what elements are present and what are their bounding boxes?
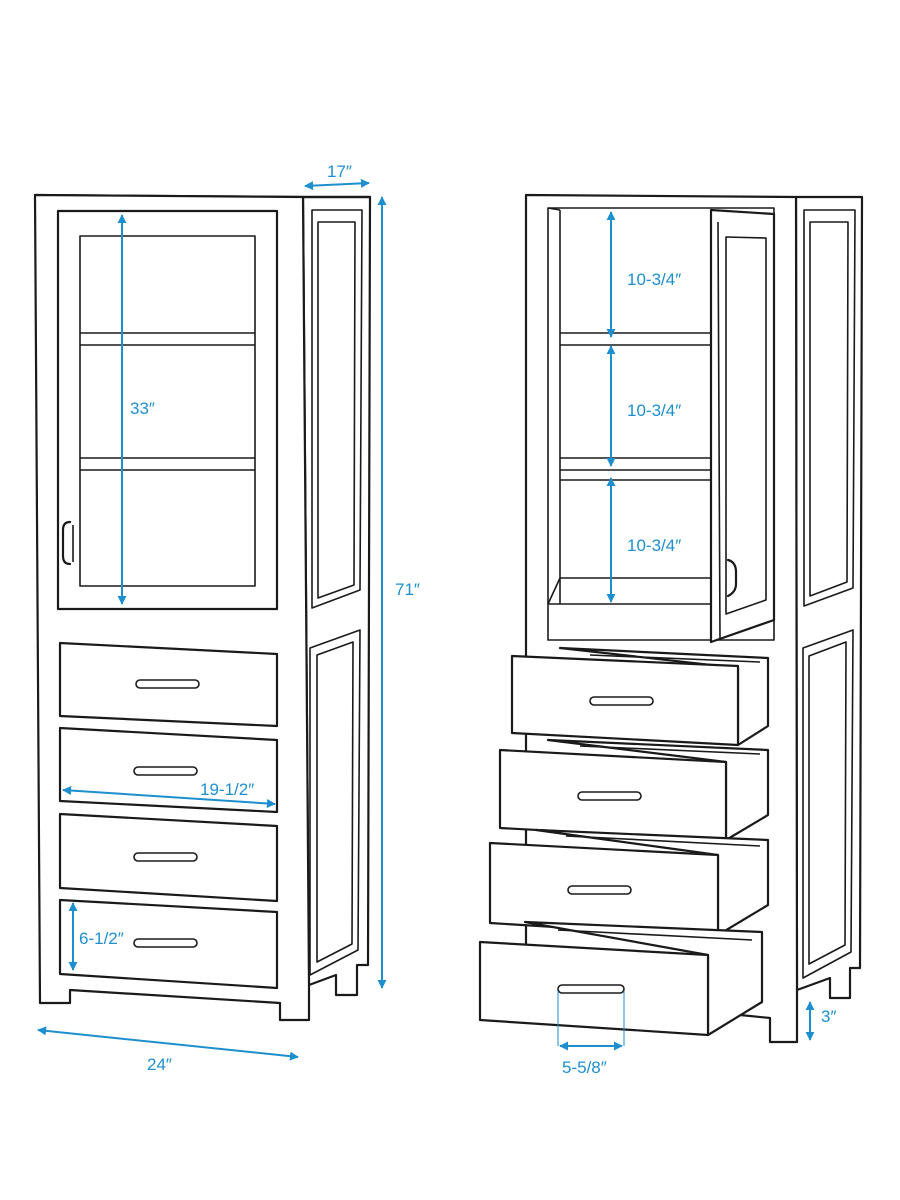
side-upper-inset-inner (317, 221, 356, 599)
open-glass-pane (717, 221, 767, 641)
open-drawer-3 (488, 841, 720, 939)
depth-label: 17″ (327, 162, 352, 181)
cabinet-side-panel (301, 195, 372, 997)
drawer-width-label: 19-1/2″ (200, 780, 254, 799)
open-drawer-1-handle-icon (589, 696, 654, 706)
open-drawer-2-box (546, 738, 770, 842)
drawer-4 (58, 898, 279, 990)
width-arrow (37, 1026, 299, 1061)
open-cabinet-dimensions (557, 211, 815, 1051)
shelf-2-label: 10-3/4″ (627, 401, 681, 420)
shelf-1-label: 10-3/4″ (627, 270, 681, 289)
dimension-labels: 17″ 71″ 33″ 19-1/2″ 6-1/2″ 24″ 10-3/4″ 1… (79, 162, 836, 1077)
depth-arrow (304, 178, 370, 191)
open-drawer-1 (510, 654, 740, 747)
open-side-upper-inset (803, 209, 856, 607)
drawer-3-handle-icon (133, 852, 198, 862)
shelf-lower (80, 457, 255, 471)
open-side-lower-inset (802, 629, 854, 979)
open-door-handle-icon (726, 558, 738, 598)
open-drawer-3-inner (565, 835, 761, 847)
height-label: 71″ (395, 580, 420, 599)
open-drawer-4-box (523, 920, 764, 1037)
open-drawer-3-box (534, 828, 770, 937)
drawer-1-handle-icon (135, 679, 200, 689)
drawer-3 (58, 812, 279, 903)
open-cabinet-view (478, 193, 864, 1044)
drawer-height-label: 6-1/2″ (79, 929, 124, 948)
glass-door (56, 209, 279, 611)
drawer-4-handle-icon (133, 938, 198, 948)
door-handle-icon (61, 520, 72, 566)
drawer-1 (58, 641, 279, 728)
width-label: 24″ (147, 1055, 172, 1074)
handle-label: 5-5/8″ (562, 1058, 607, 1077)
open-drawer-2 (498, 748, 728, 842)
shelf-3-label: 10-3/4″ (627, 536, 681, 555)
open-side-upper-inset-inner (809, 221, 849, 597)
side-upper-inset (311, 209, 363, 609)
side-lower-inset (309, 629, 361, 976)
drawer-2-handle-icon (133, 766, 198, 776)
open-drawer-4-inner (557, 929, 753, 941)
bottom-shelf (547, 577, 720, 605)
interior-left-wall (547, 207, 561, 604)
closed-cabinet-view (33, 193, 372, 1022)
open-drawer-2-inner (579, 745, 761, 755)
drawer-2 (58, 726, 279, 814)
open-drawer-4-handle-icon (557, 984, 625, 994)
open-drawer-3-handle-icon (567, 885, 632, 895)
closed-cabinet-dimensions (37, 178, 387, 1061)
open-drawer-2-handle-icon (577, 791, 642, 801)
shelf-upper (80, 332, 255, 346)
drawer-width-arrow (62, 786, 276, 808)
open-drawer-4 (478, 940, 710, 1037)
open-side-lower-inset-inner (808, 641, 847, 965)
side-lower-inset-inner (316, 641, 354, 963)
leg-label: 3″ (821, 1007, 836, 1026)
door-height-label: 33″ (130, 399, 155, 418)
open-drawer-1-inner (589, 654, 761, 663)
glass-pane (79, 235, 256, 587)
